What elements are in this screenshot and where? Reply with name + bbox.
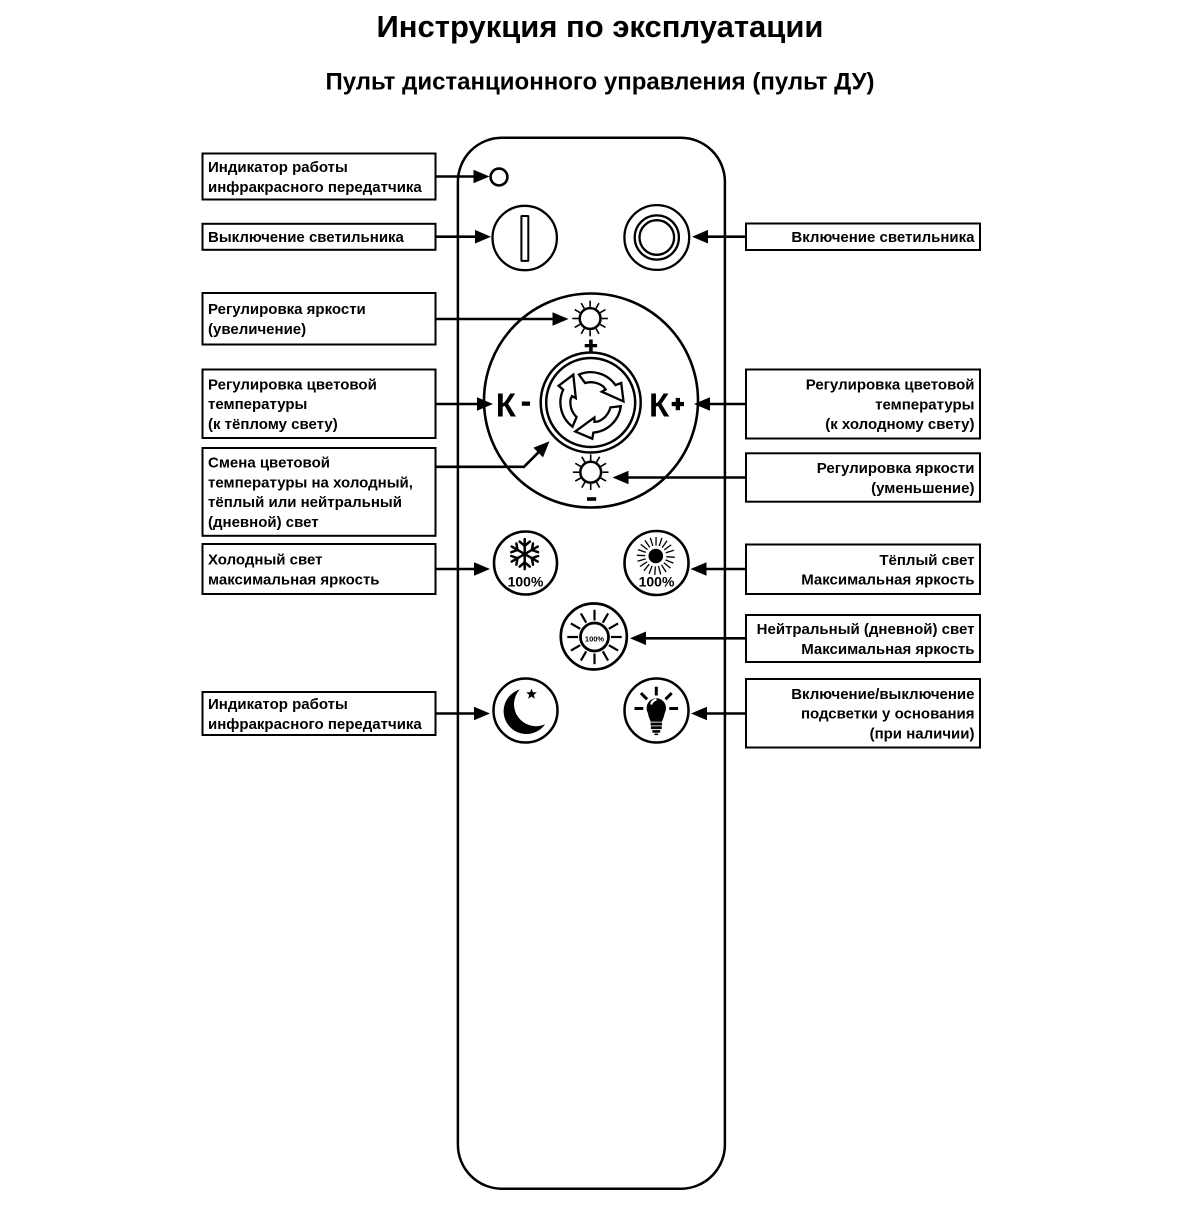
- svg-text:Максимальная яркость: Максимальная яркость: [801, 572, 974, 589]
- svg-text:Включение светильника: Включение светильника: [791, 229, 975, 246]
- svg-text:Выключение светильника: Выключение светильника: [208, 229, 405, 246]
- svg-text:(к холодному свету): (к холодному свету): [825, 416, 974, 433]
- svg-text:Регулировка яркости: Регулировка яркости: [817, 460, 975, 477]
- svg-text:Инструкция по эксплуатации: Инструкция по эксплуатации: [377, 9, 824, 44]
- svg-text:Холодный свет: Холодный свет: [208, 552, 323, 569]
- svg-text:температуры: температуры: [208, 396, 307, 413]
- svg-text:тёплый или нейтральный: тёплый или нейтральный: [208, 494, 402, 511]
- svg-text:К: К: [496, 387, 517, 424]
- svg-text:Индикатор работы: Индикатор работы: [208, 696, 348, 713]
- svg-text:Смена цветовой: Смена цветовой: [208, 455, 330, 472]
- svg-text:Регулировка цветовой: Регулировка цветовой: [208, 376, 377, 393]
- svg-text:100%: 100%: [508, 574, 544, 590]
- svg-text:(уменьшение): (уменьшение): [871, 480, 974, 497]
- svg-text:инфракрасного передатчика: инфракрасного передатчика: [208, 716, 422, 733]
- svg-text:Тёплый свет: Тёплый свет: [879, 552, 974, 569]
- svg-text:инфракрасного передатчика: инфракрасного передатчика: [208, 179, 422, 196]
- svg-text:максимальная яркость: максимальная яркость: [208, 571, 380, 588]
- svg-text:температуры на холодный,: температуры на холодный,: [208, 474, 413, 491]
- svg-text:Регулировка яркости: Регулировка яркости: [208, 301, 366, 318]
- svg-text:К: К: [649, 387, 670, 424]
- svg-text:подсветки у основания: подсветки у основания: [801, 706, 975, 723]
- svg-text:100%: 100%: [639, 574, 675, 590]
- svg-text:Включение/выключение: Включение/выключение: [791, 686, 974, 703]
- svg-text:(увеличение): (увеличение): [208, 321, 306, 338]
- svg-text:Индикатор работы: Индикатор работы: [208, 159, 348, 176]
- svg-text:(к тёплому свету): (к тёплому свету): [208, 416, 338, 433]
- svg-text:Регулировка цветовой: Регулировка цветовой: [806, 377, 975, 394]
- svg-text:Нейтральный (дневной) свет: Нейтральный (дневной) свет: [757, 621, 975, 638]
- svg-text:100%: 100%: [585, 634, 605, 643]
- svg-text:Максимальная яркость: Максимальная яркость: [801, 641, 974, 658]
- svg-text:температуры: температуры: [875, 396, 974, 413]
- svg-text:(дневной) свет: (дневной) свет: [208, 514, 319, 531]
- svg-text:(при наличии): (при наличии): [870, 725, 975, 742]
- svg-text:Пульт дистанционного управлени: Пульт дистанционного управления (пульт Д…: [326, 69, 875, 96]
